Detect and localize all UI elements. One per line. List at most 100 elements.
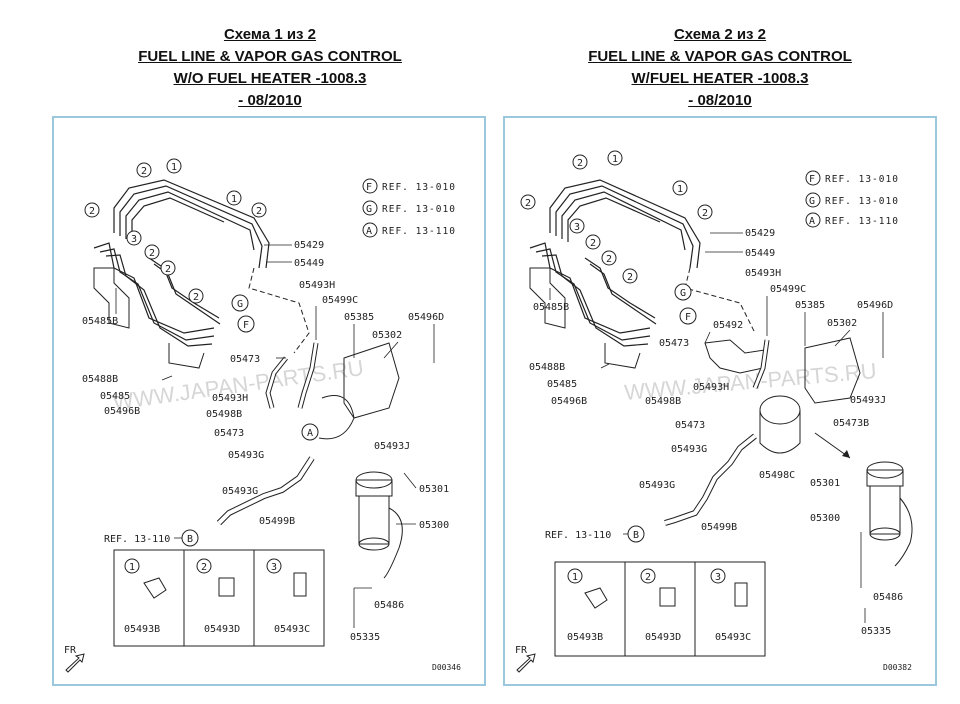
diagram-1-scheme: Схема 1 из 2: [223, 26, 317, 43]
canister-hose: [318, 395, 355, 440]
svg-text:05449: 05449: [294, 258, 324, 269]
svg-text:05486: 05486: [374, 600, 404, 611]
svg-text:05496B: 05496B: [104, 406, 140, 417]
fuel-filter-05300: [355, 471, 403, 579]
diagram-1-title-line2: W/O FUEL HEATER -1008.3: [173, 70, 367, 87]
svg-text:05473B: 05473B: [833, 418, 869, 429]
svg-text:05493H: 05493H: [693, 382, 729, 393]
svg-text:A: A: [809, 216, 815, 227]
svg-text:05493H: 05493H: [299, 280, 335, 291]
svg-text:05485B: 05485B: [82, 316, 118, 327]
svg-text:05498C: 05498C: [759, 470, 795, 481]
vapor-line: [684, 267, 756, 334]
svg-text:3: 3: [715, 572, 721, 583]
ref-list: F REF. 13-010 G REF. 13-010 A REF. 13-11…: [362, 178, 456, 238]
svg-text:05493B: 05493B: [124, 624, 160, 635]
svg-text:05493D: 05493D: [204, 624, 240, 635]
diagram-2-title-line1: FUEL LINE & VAPOR GAS CONTROL: [588, 48, 852, 65]
diagram-1-panel: WWW.JAPAN-PARTS.RU: [52, 116, 486, 686]
svg-text:05385: 05385: [795, 300, 825, 311]
svg-text:G: G: [366, 204, 372, 215]
svg-text:2: 2: [525, 198, 531, 209]
svg-text:2: 2: [577, 158, 583, 169]
svg-text:A: A: [366, 226, 372, 237]
svg-text:05429: 05429: [294, 240, 324, 251]
diagram-1-title-line3: - 08/2010: [238, 92, 302, 109]
part-labels: 05429 05449 05493H 05499C 05385 05496D 0…: [82, 240, 449, 643]
svg-text:05485: 05485: [547, 379, 577, 390]
balloons: [84, 158, 319, 574]
svg-text:05488B: 05488B: [529, 362, 565, 373]
legend-box: [554, 561, 766, 657]
svg-text:05493H: 05493H: [212, 393, 248, 404]
svg-text:REF. 13-010: REF. 13-010: [825, 174, 899, 185]
svg-text:05493D: 05493D: [645, 632, 681, 643]
canister-bracket-05302: [804, 337, 861, 404]
vapor-line: [248, 267, 310, 354]
svg-text:05486: 05486: [873, 592, 903, 603]
diagram-1-drawing: WWW.JAPAN-PARTS.RU: [64, 158, 461, 673]
svg-text:05499B: 05499B: [259, 516, 295, 527]
svg-text:05300: 05300: [810, 513, 840, 524]
svg-text:1: 1: [231, 194, 237, 205]
svg-text:05499B: 05499B: [701, 522, 737, 533]
ref-list: F REF. 13-010 G REF. 13-010 A REF. 13-11…: [805, 170, 899, 228]
diagram-2-title: Схема 2 из 2 FUEL LINE & VAPOR GAS CONTR…: [505, 24, 935, 112]
svg-text:2: 2: [89, 206, 95, 217]
svg-text:2: 2: [702, 208, 708, 219]
front-arrow-icon: [65, 653, 85, 673]
svg-text:05499C: 05499C: [770, 284, 806, 295]
svg-text:05493G: 05493G: [228, 450, 264, 461]
svg-text:05301: 05301: [419, 484, 449, 495]
svg-text:G: G: [680, 288, 686, 299]
diagram-code: D00382: [883, 663, 912, 672]
svg-text:05335: 05335: [350, 632, 380, 643]
svg-text:1: 1: [129, 562, 135, 573]
svg-text:REF. 13-110: REF. 13-110: [382, 226, 456, 237]
svg-text:1: 1: [572, 572, 578, 583]
diagram-1-title: Схема 1 из 2 FUEL LINE & VAPOR GAS CONTR…: [55, 24, 485, 112]
svg-text:1: 1: [677, 184, 683, 195]
svg-text:1: 1: [171, 162, 177, 173]
svg-text:05335: 05335: [861, 626, 891, 637]
svg-text:05302: 05302: [372, 330, 402, 341]
svg-text:G: G: [809, 196, 815, 207]
svg-text:05498B: 05498B: [206, 409, 242, 420]
svg-text:1: 1: [612, 154, 618, 165]
svg-text:05492: 05492: [713, 320, 743, 331]
svg-text:G: G: [237, 299, 243, 310]
svg-text:2: 2: [590, 238, 596, 249]
svg-text:F: F: [243, 320, 249, 331]
front-label: FR: [64, 645, 77, 656]
svg-text:F: F: [809, 174, 815, 185]
svg-text:REF. 13-010: REF. 13-010: [382, 204, 456, 215]
svg-text:05498B: 05498B: [645, 396, 681, 407]
svg-text:05429: 05429: [745, 228, 775, 239]
svg-text:REF. 13-010: REF. 13-010: [382, 182, 456, 193]
svg-text:05473: 05473: [230, 354, 260, 365]
svg-text:2: 2: [645, 572, 651, 583]
svg-text:05302: 05302: [827, 318, 857, 329]
bracket-05488b: [604, 343, 641, 369]
svg-text:05499C: 05499C: [322, 295, 358, 306]
diagram-code: D00346: [432, 663, 461, 672]
bracket-05488b: [168, 343, 205, 369]
svg-text:3: 3: [271, 562, 277, 573]
bracket-05485b: [529, 267, 566, 329]
front-arrow-icon: [516, 653, 536, 673]
svg-text:05496D: 05496D: [408, 312, 444, 323]
diagram-2-scheme: Схема 2 из 2: [673, 26, 767, 43]
clip-icons: [584, 582, 748, 609]
svg-text:REF. 13-110: REF. 13-110: [104, 534, 170, 545]
fuel-heater: [759, 395, 801, 454]
svg-text:05493B: 05493B: [567, 632, 603, 643]
svg-text:05488B: 05488B: [82, 374, 118, 385]
svg-text:05485B: 05485B: [533, 302, 569, 313]
svg-text:2: 2: [627, 272, 633, 283]
svg-text:05301: 05301: [810, 478, 840, 489]
svg-text:05496B: 05496B: [551, 396, 587, 407]
legend-box: [113, 549, 325, 647]
svg-text:05493G: 05493G: [639, 480, 675, 491]
svg-text:2: 2: [606, 254, 612, 265]
